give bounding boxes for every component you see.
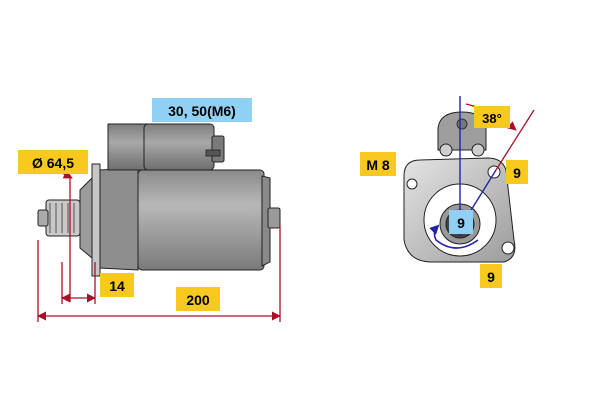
pinion-gear: [37, 199, 81, 237]
bolt-hole-upper-text: 9: [513, 165, 521, 181]
solenoid-neck: [107, 123, 149, 171]
mounting-flange: [91, 163, 101, 277]
angle-text: 38°: [482, 111, 502, 126]
boss-nut-left: [439, 143, 453, 157]
length-label: 200: [176, 287, 220, 311]
terminals-label: 30, 50(M6): [152, 98, 252, 122]
solenoid: [143, 123, 215, 171]
diameter-text: Ø 64,5: [32, 155, 74, 171]
terminal-stud: [205, 149, 221, 157]
bolt-hole-lower-label: 9: [480, 264, 502, 288]
bolt-hole-upper-label: 9: [506, 160, 528, 184]
end-view: M 8 38° 9 9 9: [360, 96, 535, 288]
length-text: 200: [186, 292, 210, 308]
pinion-teeth-text: 9: [457, 215, 465, 231]
end-boss: [267, 207, 281, 229]
bolt-thread-label: M 8: [360, 152, 396, 176]
terminals-text: 30, 50(M6): [168, 103, 236, 119]
bolt-thread-text: M 8: [366, 157, 390, 173]
flange-offset-text: 14: [109, 278, 125, 294]
flange-offset-label: 14: [100, 273, 134, 297]
diameter-label: Ø 64,5: [18, 150, 88, 174]
angle-label: 38°: [474, 106, 510, 128]
motor-body: [137, 169, 265, 271]
solenoid-terminal: [211, 135, 225, 163]
boss-nut-right: [471, 143, 485, 157]
side-view: 30, 50(M6) Ø 64,5 14 200: [18, 98, 281, 322]
bolt-hole-lower-text: 9: [487, 269, 495, 285]
bolt-hole-lower: [501, 241, 515, 255]
end-cap: [261, 175, 271, 267]
rotation-arrow: [429, 224, 479, 249]
pinion-teeth-label: 9: [449, 210, 473, 234]
angle-extension: [495, 109, 535, 171]
nose-cone: [99, 167, 139, 271]
boss-bolt: [456, 118, 468, 130]
bolt-hole-left: [406, 178, 418, 190]
